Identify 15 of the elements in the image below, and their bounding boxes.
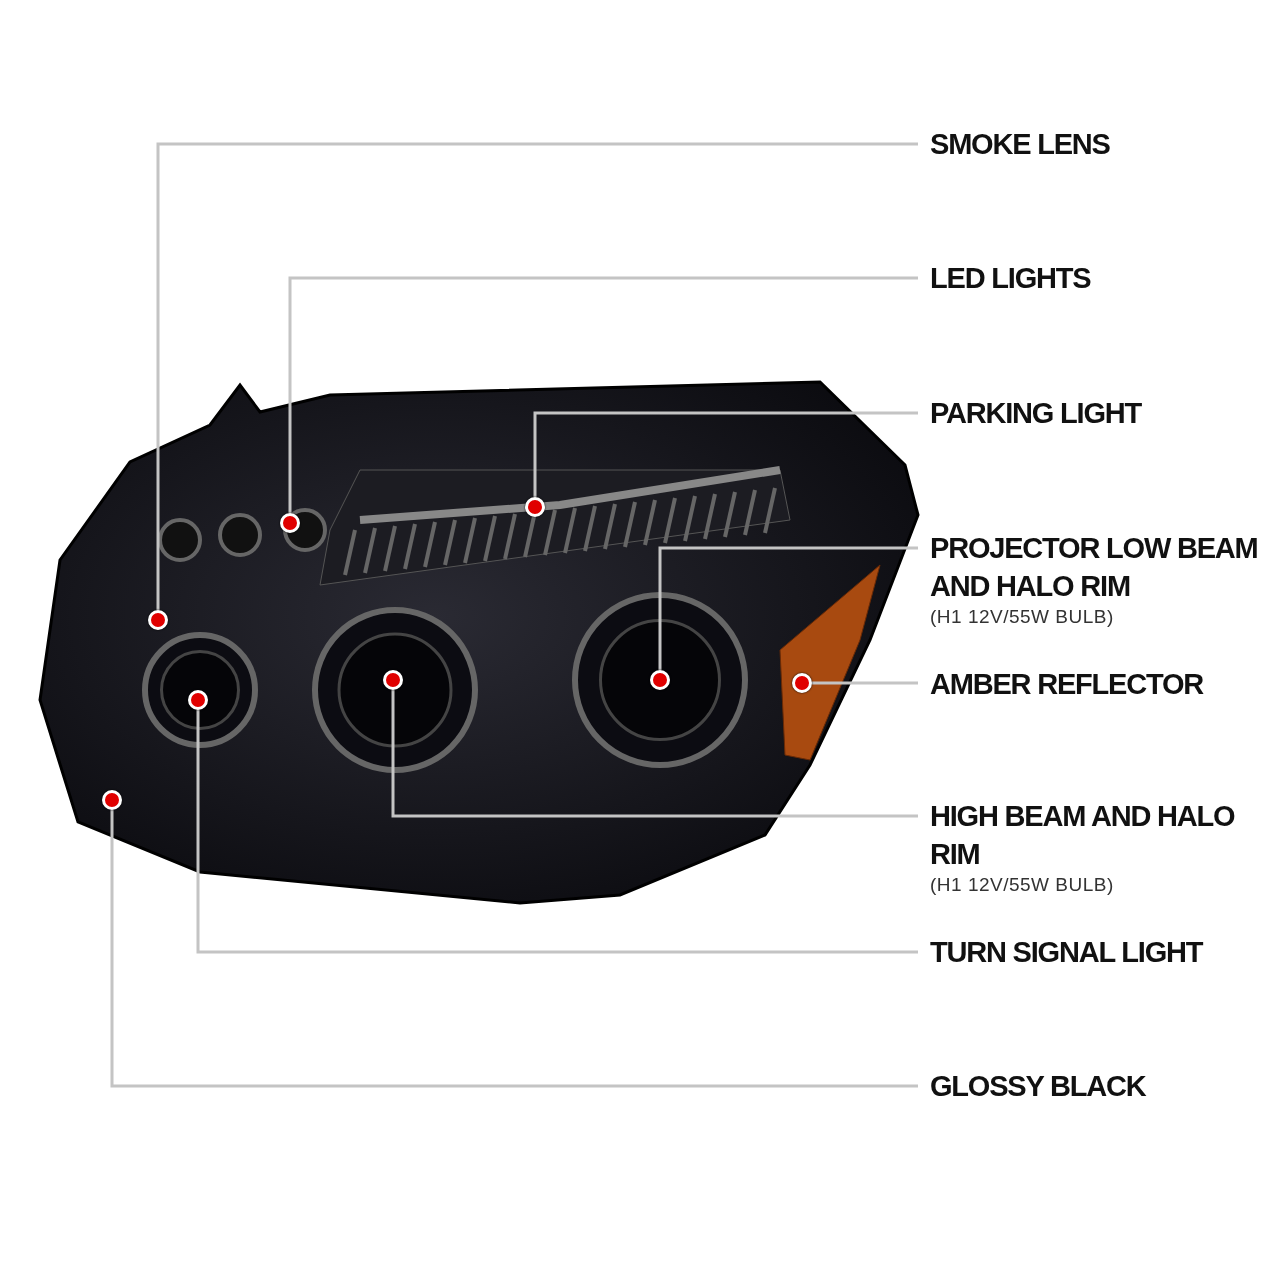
callout-label: TURN SIGNAL LIGHT (918, 933, 1258, 971)
leader-line (288, 276, 918, 513)
callout-label: GLOSSY BLACK (918, 1067, 1258, 1105)
leader-line (533, 411, 918, 497)
leader-line (812, 681, 918, 685)
callout-label: LED LIGHTS (918, 259, 1258, 297)
leader-line (391, 690, 918, 818)
leader-line (196, 710, 918, 954)
callout-label: HIGH BEAM AND HALO RIM (H1 12V/55W BULB) (918, 797, 1258, 897)
callout-label: SMOKE LENS (918, 125, 1258, 163)
callout-label: PROJECTOR LOW BEAM AND HALO RIM (H1 12V/55W BULB) (918, 529, 1258, 629)
leader-line (110, 810, 918, 1088)
leader-line (156, 142, 918, 610)
callout-label: PARKING LIGHT (918, 394, 1258, 432)
callout-label: AMBER REFLECTOR (918, 665, 1258, 703)
